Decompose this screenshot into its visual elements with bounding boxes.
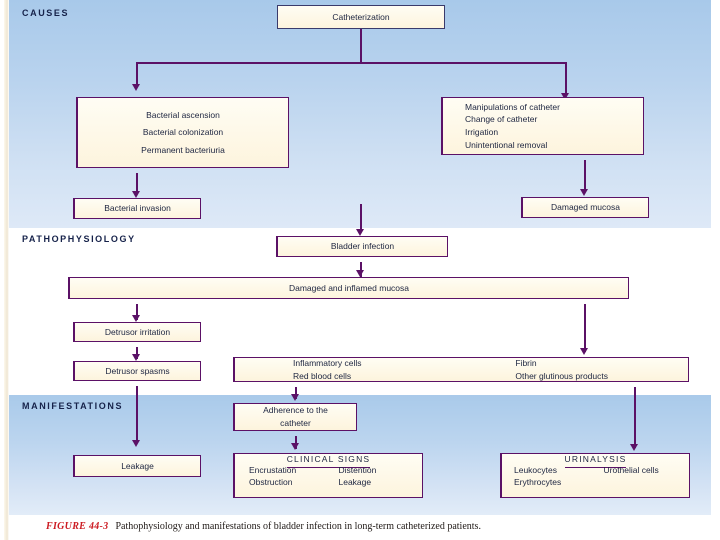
connector-adherence-to-clinical-signs — [295, 436, 297, 449]
node-detrusor-irritation: Detrusor irritation — [73, 322, 205, 346]
arrow-to-leakage — [132, 440, 140, 447]
adherence-line-2: catheter — [280, 418, 311, 428]
clinical-signs-col2-line-1: Distention — [338, 464, 377, 475]
band-caption — [0, 515, 720, 540]
clinical-signs-col1-line-2: Obstruction — [249, 477, 293, 488]
arrow-to-detrusor-spasms — [132, 354, 140, 361]
arrow-to-exudate — [580, 348, 588, 355]
arrow-to-detrusor-irritation — [132, 315, 140, 322]
connector-to-ascension — [136, 62, 138, 86]
arrow-to-bacterial-invasion — [132, 191, 140, 198]
connector-spasms-to-leakage — [136, 386, 138, 443]
section-label-manifestations: MANIFESTATIONS — [22, 401, 124, 411]
connector-inflamed-to-detrusor-irritation — [136, 304, 138, 320]
node-exudate-products: Inflammatory cells Red blood cells Fibri… — [233, 357, 693, 386]
manipulations-line-4: Unintentional removal — [465, 139, 548, 150]
page-edge-right — [711, 0, 720, 540]
connector-irritation-to-spasms — [136, 347, 138, 359]
exudate-col1-line-1: Inflammatory cells — [293, 357, 362, 368]
damaged-mucosa-label: Damaged mucosa — [551, 202, 620, 213]
node-clinical-signs: CLINICAL SIGNS Encrustation Obstruction … — [233, 450, 427, 502]
detrusor-spasms-label: Detrusor spasms — [105, 365, 170, 376]
node-urinalysis: URINALYSIS Leukocytes Erythrocytes Uroth… — [500, 450, 694, 502]
connector-bladder-to-inflamed — [360, 262, 362, 277]
arrow-to-bladder-infection — [356, 229, 364, 236]
arrow-to-damaged-inflamed-mucosa — [356, 270, 364, 277]
damaged-inflamed-mucosa-label: Damaged and inflamed mucosa — [288, 282, 409, 293]
manipulations-line-2: Change of catheter — [465, 114, 538, 125]
manipulations-line-3: Irrigation — [465, 127, 499, 137]
page-edge-left — [0, 0, 9, 540]
manipulations-line-1: Manipulations of catheter — [465, 101, 560, 112]
ascension-line-2: Bacterial colonization — [142, 127, 224, 138]
arrow-to-manipulations — [561, 93, 569, 100]
bladder-infection-label: Bladder infection — [330, 241, 395, 252]
node-bacterial-ascension: Bacterial ascension Bacterial colonizati… — [76, 97, 293, 172]
arrow-to-adherence — [291, 394, 299, 401]
node-catheterization-label: Catheterization — [332, 11, 390, 22]
arrow-to-damaged-mucosa — [580, 189, 588, 196]
connector-exudate-to-urinalysis — [634, 387, 636, 448]
section-label-pathophysiology: PATHOPHYSIOLOGY — [22, 234, 136, 244]
connector-manipulations-to-damaged-mucosa — [584, 160, 586, 191]
figure-caption-text: Pathophysiology and manifestations of bl… — [115, 521, 481, 532]
exudate-col2-line-1: Fibrin — [515, 357, 537, 368]
ascension-line-1: Bacterial ascension — [146, 109, 220, 120]
connector-center-to-bladder-infection — [360, 204, 362, 232]
node-bacterial-invasion: Bacterial invasion — [73, 198, 205, 223]
node-detrusor-spasms: Detrusor spasms — [73, 361, 205, 385]
connector-exudate-to-adherence — [295, 387, 297, 399]
clinical-signs-col2-line-2: Leakage — [338, 477, 372, 488]
arrow-to-urinalysis — [630, 444, 638, 451]
urinalysis-col1-line-2: Erythrocytes — [514, 477, 562, 488]
node-damaged-mucosa: Damaged mucosa — [521, 197, 653, 222]
node-leakage: Leakage — [73, 455, 205, 481]
leakage-label: Leakage — [121, 460, 154, 471]
connector-distribution-bar — [136, 62, 566, 64]
node-bladder-infection: Bladder infection — [276, 236, 452, 261]
arrow-to-clinical-signs — [291, 443, 299, 450]
figure-caption: FIGURE 44-3 Pathophysiology and manifesta… — [46, 521, 481, 532]
node-damaged-inflamed-mucosa: Damaged and inflamed mucosa — [68, 277, 633, 303]
connector-to-manipulations — [565, 62, 567, 95]
ascension-line-3: Permanent bacteriuria — [141, 144, 225, 155]
clinical-signs-title: CLINICAL SIGNS — [286, 450, 371, 468]
urinalysis-col1-line-1: Leukocytes — [514, 464, 557, 475]
connector-inflamed-to-exudate — [584, 304, 586, 352]
node-catheter-manipulations: Manipulations of catheter Change of cath… — [441, 97, 648, 159]
adherence-line-1: Adherence to the — [263, 405, 328, 416]
urinalysis-title: URINALYSIS — [564, 450, 627, 468]
clinical-signs-col1-line-1: Encrustation — [249, 464, 297, 475]
urinalysis-col2-line-1: Urothelial cells — [603, 464, 659, 475]
exudate-col1-line-2: Red blood cells — [293, 370, 352, 381]
arrow-to-ascension — [132, 84, 140, 91]
detrusor-irritation-label: Detrusor irritation — [104, 326, 171, 337]
exudate-col2-line-2: Other glutinous products — [515, 370, 608, 381]
node-adherence-to-catheter: Adherence to the catheter — [233, 403, 361, 435]
connector-ascension-to-invasion — [136, 173, 138, 194]
connector-catheterization-down — [360, 29, 362, 63]
page-margin-left — [0, 0, 4, 540]
node-catheterization: Catheterization — [277, 5, 445, 29]
figure-number: FIGURE 44-3 — [46, 521, 109, 532]
bacterial-invasion-label: Bacterial invasion — [104, 203, 171, 214]
section-label-causes: CAUSES — [22, 8, 70, 18]
